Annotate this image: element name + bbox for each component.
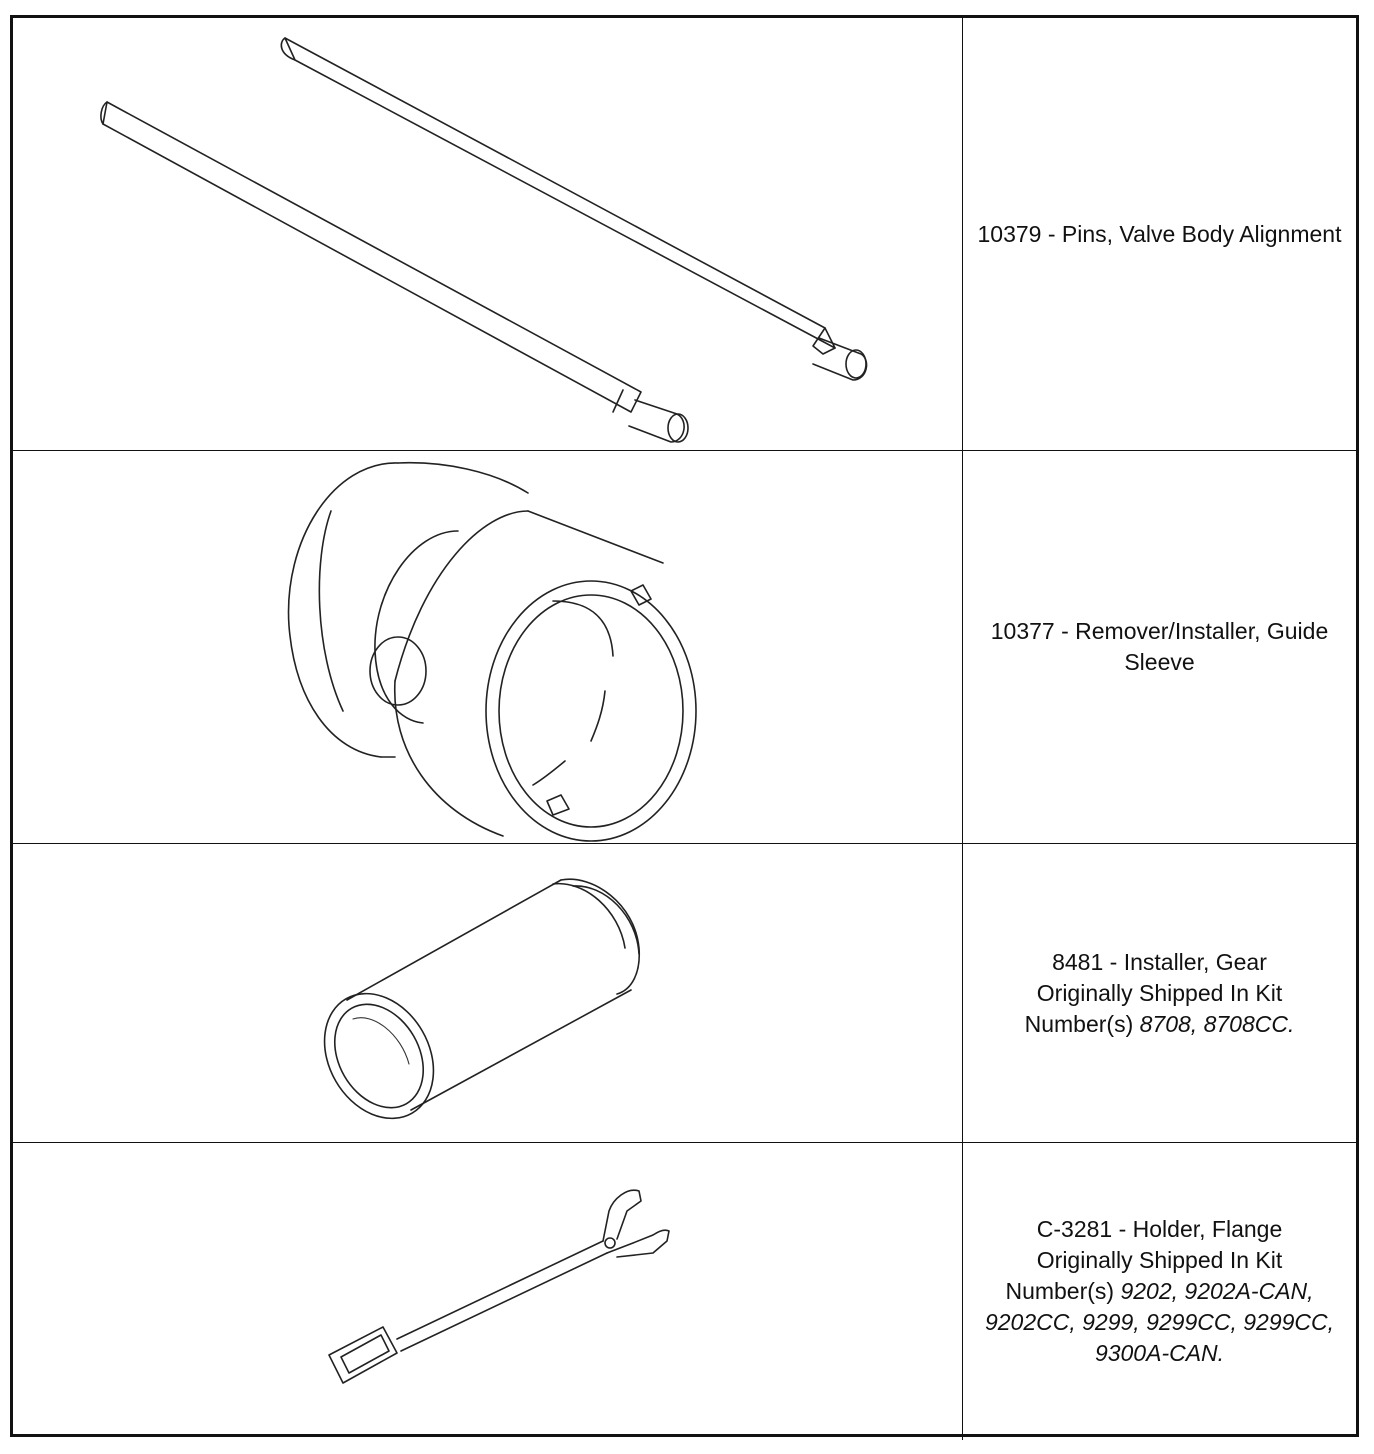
tool-image-cell bbox=[13, 18, 963, 450]
tool-description-cell: 10379 - Pins, Valve Body Alignment bbox=[963, 18, 1356, 450]
kit-numbers-line: Number(s) 9202, 9202A-CAN, 9202CC, 9299,… bbox=[969, 1276, 1350, 1369]
tool-image-cell bbox=[13, 451, 963, 843]
kit-numbers: 8708, 8708CC. bbox=[1139, 1010, 1295, 1037]
kit-numbers-prefix: Number(s) bbox=[1024, 1010, 1140, 1037]
kit-numbers: 9202, 9202A-CAN, 9202CC, 9299, 9299CC, 9… bbox=[984, 1278, 1335, 1366]
tool-image-cell bbox=[13, 1143, 963, 1440]
tool-title: 8481 - Installer, Gear bbox=[1052, 948, 1267, 975]
kit-shipped-label: Originally Shipped In Kit bbox=[1036, 979, 1283, 1006]
tool-image-cell bbox=[13, 844, 963, 1142]
alignment-pins-icon bbox=[100, 37, 868, 443]
tool-row-c3281: C-3281 - Holder, Flange Originally Shipp… bbox=[13, 1143, 1356, 1440]
tool-row-8481: 8481 - Installer, Gear Originally Shippe… bbox=[13, 844, 1356, 1143]
guide-sleeve-tool-icon bbox=[287, 461, 697, 842]
tool-row-10377: 10377 - Remover/Installer, Guide Sleeve bbox=[13, 451, 1356, 844]
kit-numbers-line: Number(s) 8708, 8708CC. bbox=[1025, 1009, 1295, 1040]
tool-description-cell: 8481 - Installer, Gear Originally Shippe… bbox=[963, 844, 1356, 1142]
tool-title: 10379 - Pins, Valve Body Alignment bbox=[977, 220, 1342, 247]
kit-shipped-label: Originally Shipped In Kit bbox=[1036, 1247, 1283, 1273]
tool-row-10379: 10379 - Pins, Valve Body Alignment bbox=[13, 18, 1356, 451]
special-tools-table: 10379 - Pins, Valve Body Alignment bbox=[10, 15, 1359, 1440]
tool-title: 10377 - Remover/Installer, Guide Sleeve bbox=[990, 618, 1329, 675]
kit-numbers-prefix: Number(s) bbox=[1005, 1278, 1121, 1304]
flange-holder-icon bbox=[328, 1189, 670, 1384]
tool-title: C-3281 - Holder, Flange bbox=[1036, 1216, 1283, 1242]
tool-description-cell: 10377 - Remover/Installer, Guide Sleeve bbox=[963, 451, 1356, 843]
gear-installer-icon bbox=[323, 878, 641, 1120]
tool-description-cell: C-3281 - Holder, Flange Originally Shipp… bbox=[963, 1143, 1356, 1440]
